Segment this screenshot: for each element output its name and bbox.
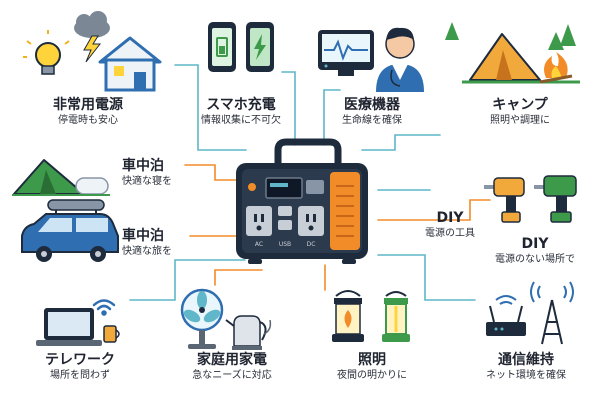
connector-lines — [129, 64, 491, 301]
emergency-subtitle: 停電時も安心 — [58, 115, 118, 126]
car-sleep-subtitle: 快適な寝を — [122, 176, 172, 187]
port-label-ac: AC — [255, 241, 263, 248]
connector-car-sleep — [184, 164, 241, 181]
lightbulb-icon — [23, 30, 70, 75]
telework-subtitle: 場所を問わず — [50, 370, 110, 381]
camping-tent-icon — [445, 22, 580, 84]
car-travel-title: 車中泊 — [122, 228, 164, 244]
car-icon — [21, 199, 119, 262]
diy-tools-subtitle: 電源の工具 — [425, 228, 475, 239]
communication-subtitle: ネット環境を確保 — [486, 370, 566, 381]
drill-icon — [484, 175, 577, 223]
medical-monitor-icon — [318, 30, 374, 76]
campfire-icon — [539, 52, 573, 84]
smartphone-icon — [208, 22, 274, 72]
dc-outlet-icon — [298, 206, 324, 236]
connector-appliances — [214, 269, 263, 286]
appliances-title: 家庭用家電 — [197, 352, 267, 368]
label-car-camping-travel: 車中泊 快適な旅を — [122, 228, 172, 258]
diy-remote-subtitle: 電源のない場所で — [495, 254, 575, 265]
router-icon — [486, 295, 526, 336]
connector-smartphone — [281, 71, 296, 146]
signal-tower-icon — [530, 281, 574, 345]
connector-telework — [129, 259, 246, 301]
label-appliances: 家庭用家電 急なニーズに対応 — [172, 352, 292, 382]
camping-subtitle: 照明や調理に — [490, 115, 550, 126]
wifi-icon — [92, 299, 116, 316]
house-icon — [98, 36, 162, 92]
port-label-usb: USB — [279, 241, 291, 248]
power-station-icon: AC USB DC — [236, 138, 368, 264]
connector-camping — [361, 134, 441, 151]
smartphone-subtitle: 情報収集に不可欠 — [201, 115, 281, 126]
appliances-subtitle: 急なニーズに対応 — [192, 370, 272, 381]
coffee-cup-icon — [103, 325, 120, 343]
label-diy-tools: DIY 電源の工具 — [405, 210, 495, 240]
label-diy-remote: DIY 電源のない場所で — [480, 236, 590, 266]
label-lighting: 照明 夜間の明かりに — [312, 352, 432, 382]
label-smartphone: スマホ充電 情報収集に不可欠 — [181, 97, 301, 127]
connector-communication — [377, 254, 476, 301]
connector-medical — [323, 89, 341, 146]
label-camping: キャンプ 照明や調理に — [460, 97, 580, 127]
telework-title: テレワーク — [45, 352, 115, 368]
communication-title: 通信維持 — [498, 352, 554, 368]
ac-outlet-icon — [246, 206, 272, 236]
label-medical: 医療機器 生命線を確保 — [312, 97, 432, 127]
diy-tools-title: DIY — [436, 210, 464, 226]
usb-port-icon — [278, 206, 292, 216]
tent-sleeping-icon — [12, 159, 110, 196]
car-travel-subtitle: 快適な旅を — [122, 246, 172, 257]
label-communication: 通信維持 ネット環境を確保 — [466, 352, 586, 382]
port-label-dc: DC — [307, 241, 316, 248]
label-car-camping-sleep: 車中泊 快適な寝を — [122, 158, 172, 188]
medical-subtitle: 生命線を確保 — [342, 115, 402, 126]
storm-cloud-icon — [74, 11, 110, 63]
doctor-icon — [376, 27, 424, 92]
connector-emergency — [174, 64, 247, 151]
emergency-title: 非常用電源 — [53, 97, 123, 113]
laptop-icon — [36, 308, 102, 346]
medical-title: 医療機器 — [344, 97, 400, 113]
lighting-title: 照明 — [358, 352, 386, 368]
lantern-icon — [332, 290, 410, 342]
connector-diy-remote — [377, 199, 491, 221]
camping-title: キャンプ — [492, 97, 548, 113]
lighting-subtitle: 夜間の明かりに — [337, 370, 407, 381]
car-sleep-title: 車中泊 — [122, 158, 164, 174]
display-screen-icon — [265, 177, 303, 199]
label-telework: テレワーク 場所を問わず — [20, 352, 140, 382]
label-emergency: 非常用電源 停電時も安心 — [28, 97, 148, 127]
diy-remote-title: DIY — [521, 236, 549, 252]
electric-fan-icon — [180, 288, 224, 349]
smartphone-title: スマホ充電 — [206, 97, 276, 113]
kettle-icon — [225, 315, 272, 350]
